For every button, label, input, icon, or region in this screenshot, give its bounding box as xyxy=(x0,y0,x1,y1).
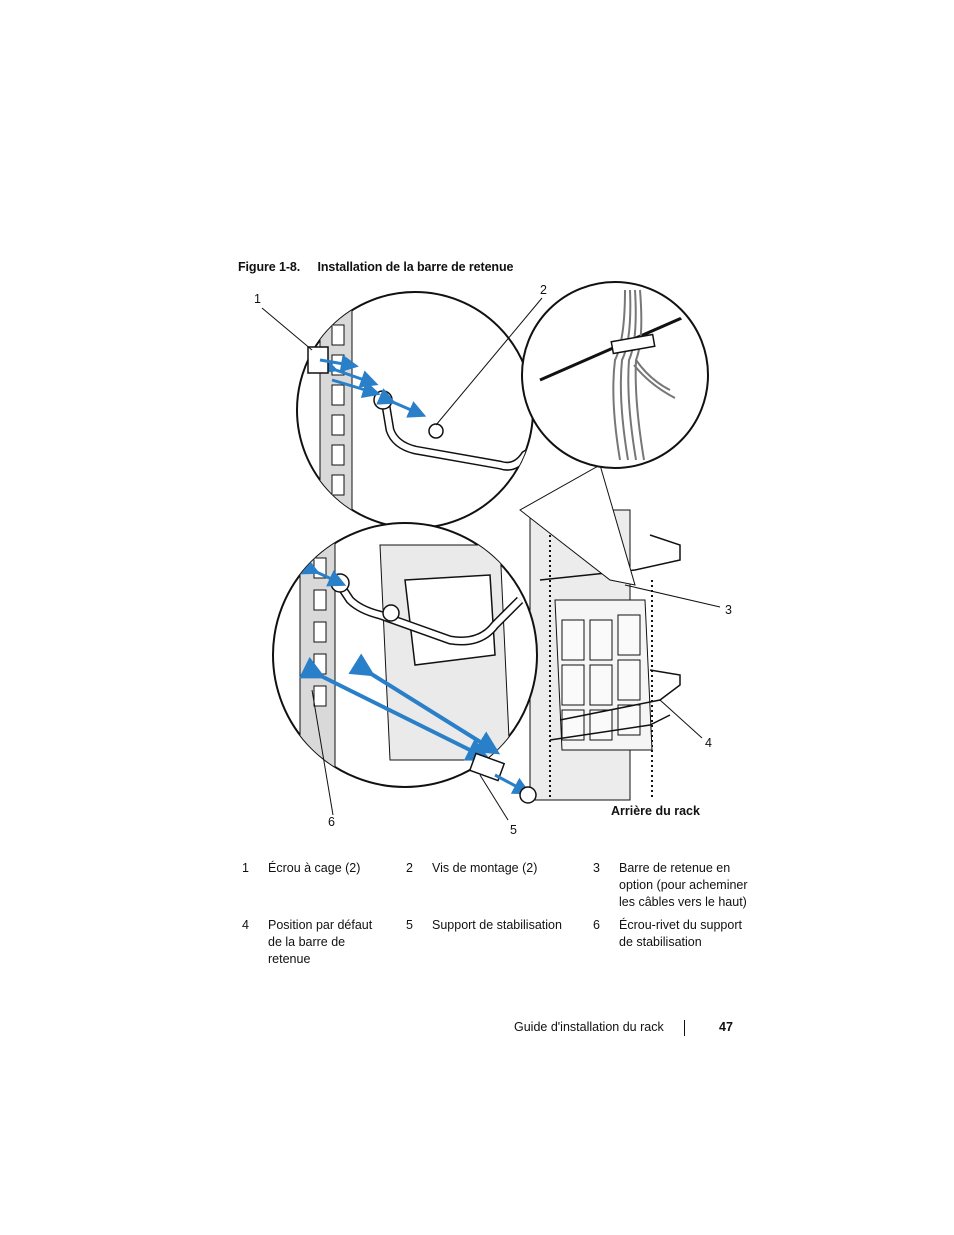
magnifier-stabilizer xyxy=(272,522,538,788)
legend-line: de stabilisation xyxy=(619,935,702,949)
legend-line: Support de stabilisation xyxy=(432,918,562,932)
legend-text: Vis de montage (2) xyxy=(432,860,587,917)
legend-line: les câbles vers le haut) xyxy=(619,895,747,909)
figure-title: Installation de la barre de retenue xyxy=(317,260,514,274)
legend-num: 1 xyxy=(242,861,249,875)
legend-line: Écrou-rivet du support xyxy=(619,918,742,932)
legend-table: 1 Écrou à cage (2) 2 Vis de montage (2) … xyxy=(236,860,758,968)
legend-line: Écrou à cage (2) xyxy=(268,861,361,875)
callout-6: 6 xyxy=(328,815,335,829)
callout-5: 5 xyxy=(510,823,517,837)
figure-number: Figure 1-8. xyxy=(238,260,301,274)
magnifier-cables xyxy=(521,281,709,469)
rack xyxy=(529,509,681,801)
legend-num: 4 xyxy=(242,918,249,932)
callout-2: 2 xyxy=(540,283,547,297)
footer-separator xyxy=(684,1020,685,1036)
legend-row: 4 Position par défaut de la barre de ret… xyxy=(236,917,758,968)
legend-num: 3 xyxy=(593,861,600,875)
legend-text: Écrou à cage (2) xyxy=(268,860,400,917)
callout-4: 4 xyxy=(705,736,712,750)
callout-3: 3 xyxy=(725,603,732,617)
callout-1: 1 xyxy=(254,292,261,306)
legend-line: de la barre de xyxy=(268,935,346,949)
legend-text: Écrou-rivet du support de stabilisation xyxy=(619,917,758,968)
legend-line: Vis de montage (2) xyxy=(432,861,538,875)
legend-line: Barre de retenue en xyxy=(619,861,731,875)
legend-line: Position par défaut xyxy=(268,918,373,932)
legend-row: 1 Écrou à cage (2) 2 Vis de montage (2) … xyxy=(236,860,758,917)
installation-illustration xyxy=(261,281,721,821)
magnifier-cage-nut xyxy=(296,291,534,529)
figure-caption: Figure 1-8. Installation de la barre de … xyxy=(238,260,513,274)
footer-title: Guide d'installation du rack xyxy=(514,1020,664,1034)
legend-text: Barre de retenue en option (pour achemin… xyxy=(619,860,758,917)
rack-rear-label: Arrière du rack xyxy=(611,804,700,818)
legend-line: option (pour acheminer xyxy=(619,878,748,892)
legend-line: retenue xyxy=(268,952,311,966)
legend-text: Support de stabilisation xyxy=(432,917,587,968)
legend-num: 6 xyxy=(593,918,600,932)
page-number: 47 xyxy=(719,1020,733,1034)
legend-num: 2 xyxy=(406,861,413,875)
legend-num: 5 xyxy=(406,918,413,932)
legend-text: Position par défaut de la barre de reten… xyxy=(268,917,400,968)
